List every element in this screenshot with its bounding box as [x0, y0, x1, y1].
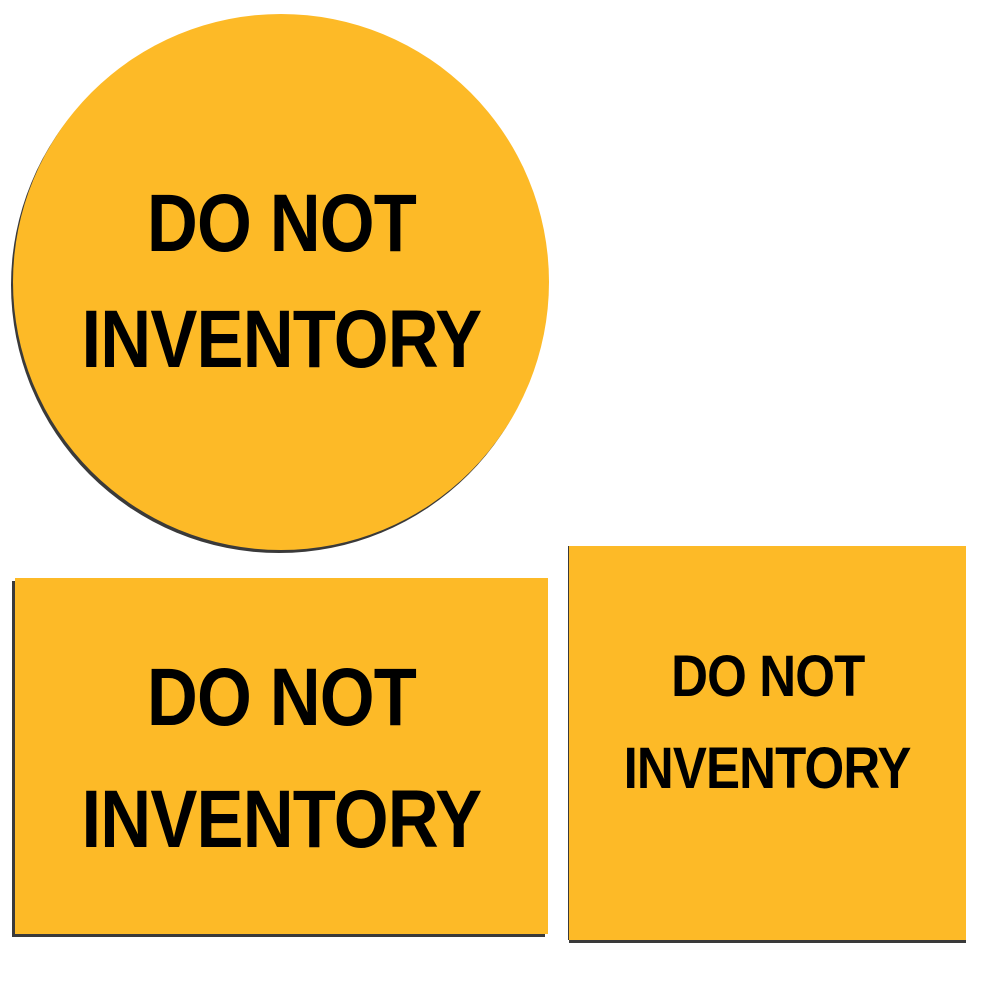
- label-text-line1: DO NOT: [146, 178, 416, 269]
- label-text-line1: DO NOT: [670, 644, 865, 709]
- label-text-line2: INVENTORY: [623, 736, 912, 801]
- circle-label: DO NOT INVENTORY: [13, 14, 549, 550]
- label-text-line1: DO NOT: [146, 652, 417, 743]
- square-label: DO NOT INVENTORY: [569, 546, 966, 940]
- label-text-line2: INVENTORY: [81, 294, 482, 385]
- label-text-line2: INVENTORY: [81, 774, 483, 865]
- rectangle-label: DO NOT INVENTORY: [15, 578, 548, 934]
